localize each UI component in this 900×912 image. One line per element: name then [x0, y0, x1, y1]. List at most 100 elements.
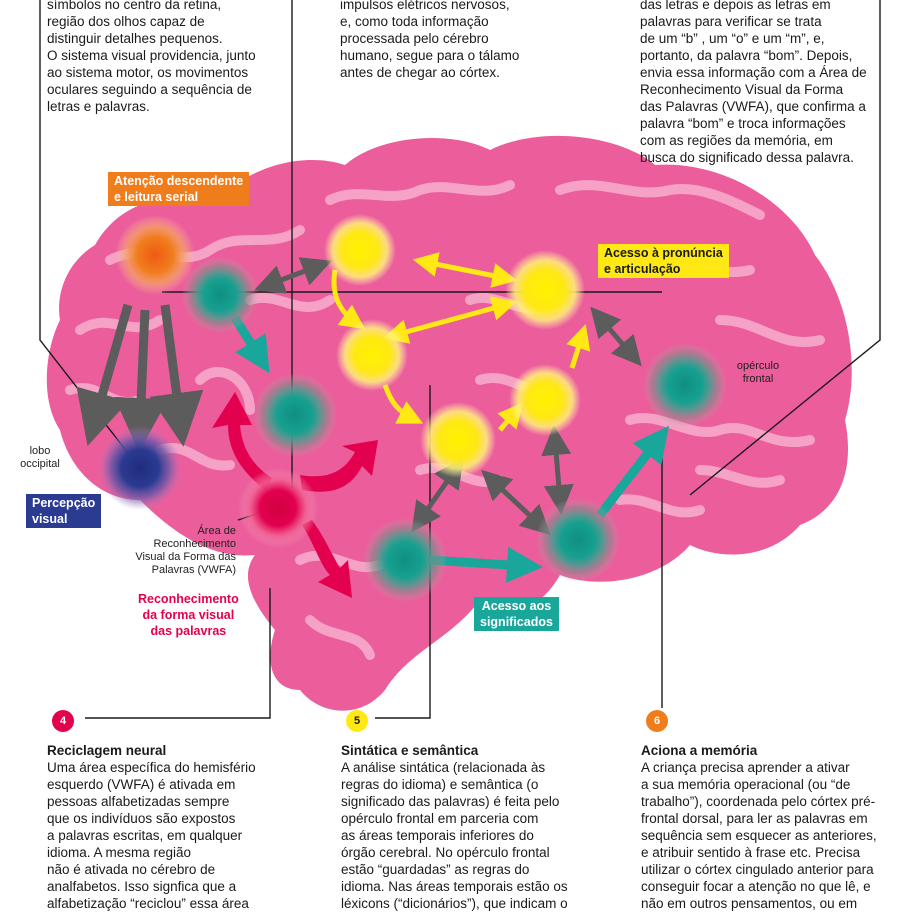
- text-line: portanto, da palavra “bom”. Depois,: [640, 48, 853, 63]
- text-line: Reconhecimento Visual da Forma: [640, 82, 844, 97]
- text-line: impulsos elétricos nervosos,: [340, 0, 510, 12]
- yellow-arrow: [382, 384, 424, 424]
- label-line: Reconhecimento: [138, 592, 239, 606]
- text-line: processada pelo cérebro: [340, 31, 489, 46]
- section-number-5: 5: [346, 710, 368, 732]
- yellow-double-arrow: [382, 296, 518, 344]
- spot-orange-attention: [115, 215, 195, 295]
- text-line: frontal dorsal, para ler as palavras em: [641, 811, 868, 826]
- text-line: órgão cerebral. No opérculo frontal: [341, 845, 550, 860]
- text-line: as áreas temporais inferiores do: [341, 828, 534, 843]
- text-line: palavra “bom” e troca informações: [640, 116, 846, 131]
- grey-arrow: [76, 303, 133, 446]
- text-line: léxicons (“dicionários”), que indicam o: [341, 896, 568, 911]
- label-line: Visual da Forma das: [135, 551, 236, 563]
- section-title-5: Sintática e semântica: [341, 743, 479, 758]
- spot-teal-operculo: [643, 343, 727, 427]
- text-line: alfabetização “reciclou” essa área: [47, 896, 249, 911]
- yellow-double-arrow: [412, 252, 518, 288]
- text-line: palavras para verificar se trata: [640, 14, 822, 29]
- label-line: significados: [480, 615, 553, 629]
- text-line: não é ativada no cérebro de: [47, 862, 216, 877]
- text-line: analfabetos. Isso signfica que a: [47, 879, 237, 894]
- text-line: não em outros pensamentos, ou em: [641, 896, 858, 911]
- text-line: A criança precisa aprender a ativar: [641, 760, 850, 775]
- spot-pink-vwfa: [238, 468, 318, 548]
- label-line: da forma visual: [142, 608, 235, 622]
- text-line: região dos olhos capaz de: [47, 14, 205, 29]
- spot-yellow: [336, 319, 408, 391]
- text-line: pessoas alfabetizadas sempre: [47, 794, 230, 809]
- leader-line-top-right: [689, 0, 881, 496]
- grey-double-arrow: [590, 306, 642, 367]
- text-line: envia essa informação com a Área de: [640, 65, 867, 80]
- spot-teal: [182, 257, 258, 333]
- text-line: Uma área específica do hemisfério: [47, 760, 256, 775]
- text-line: A análise sintática (relacionada às: [341, 760, 546, 775]
- text-line: símbolos no centro da retina,: [47, 0, 222, 12]
- teal-arrow: [596, 425, 670, 518]
- label-percepcao: Percepção visual: [26, 494, 102, 528]
- label-significados: Acesso aos significados: [474, 597, 559, 631]
- text-line: de um “b” , um “o” e um “m”, e,: [640, 31, 825, 46]
- section-title-4: Reciclagem neural: [47, 743, 167, 758]
- text-line: esquerdo (VWFA) é ativada em: [47, 777, 236, 792]
- grey-arrow: [114, 309, 169, 452]
- pink-arrow: [302, 520, 352, 598]
- text-line: sequência sem esquecer as anteriores,: [641, 828, 877, 843]
- spot-teal: [536, 498, 620, 582]
- text-line: e, como toda informação: [340, 14, 489, 29]
- yellow-arrow: [331, 269, 366, 330]
- spot-yellow: [509, 364, 581, 436]
- text-line: conseguir focar a atenção no que lê, e: [641, 879, 871, 894]
- text-line: a palavras escritas, em qualquer: [47, 828, 243, 843]
- label-line: opérculo: [736, 360, 780, 372]
- text-line: idioma. Nas áreas temporais estão os: [341, 879, 568, 894]
- top-text-left: símbolos no centro da retina, região dos…: [47, 0, 297, 115]
- text-line: idioma. A mesma região: [47, 845, 192, 860]
- section-text-4: Uma área específica do hemisfério esquer…: [47, 759, 317, 912]
- text-line: significado das palavras) é feita pelo: [341, 794, 560, 809]
- leader-line-4: [85, 588, 271, 719]
- text-line: letras e palavras.: [47, 99, 150, 114]
- text-line: O sistema visual providencia, junto: [47, 48, 256, 63]
- label-line: das palavras: [150, 624, 227, 638]
- text-line: estão “guardadas” as regras do: [341, 862, 530, 877]
- section-number-6: 6: [646, 710, 668, 732]
- text-line: com as regiões da memória, em: [640, 133, 833, 148]
- spot-teal: [363, 518, 447, 602]
- label-vwfa: Área de Reconhecimento Visual da Forma d…: [120, 525, 236, 577]
- top-text-middle: impulsos elétricos nervosos, e, como tod…: [340, 0, 560, 81]
- grey-double-arrow: [541, 425, 574, 515]
- text-line: a sua memória operacional (ou “de: [641, 777, 851, 792]
- text-line: utilizar o córtex cingulado anterior par…: [641, 862, 874, 877]
- label-line: occipital: [20, 458, 60, 470]
- grey-double-arrows: [253, 257, 642, 536]
- grey-arrow: [149, 304, 204, 447]
- grey-double-arrow: [411, 457, 464, 533]
- grey-arrows: [76, 303, 204, 452]
- spot-teal: [253, 373, 337, 457]
- pink-arrows: [212, 392, 378, 598]
- label-line: visual: [32, 512, 68, 526]
- label-line: e leitura serial: [114, 190, 199, 204]
- spot-yellow: [324, 214, 396, 286]
- spot-blue-perception: [98, 426, 182, 510]
- label-line: Acesso aos: [481, 599, 552, 613]
- top-text-right: das letras e depois as letras em palavra…: [640, 0, 890, 166]
- text-line: oculares seguindo a sequência de: [47, 82, 252, 97]
- text-line: humano, segue para o tálamo: [340, 48, 520, 63]
- text-line: trabalho”), coordenada pelo córtex pré-: [641, 794, 876, 809]
- label-line: Atenção descendente: [114, 174, 244, 188]
- label-line: frontal: [742, 373, 774, 385]
- text-line: distinguir detalhes pequenos.: [47, 31, 223, 46]
- activation-spots: [98, 214, 727, 602]
- section-title-6: Aciona a memória: [641, 743, 758, 758]
- section-text-6: A criança precisa aprender a ativar a su…: [641, 759, 896, 912]
- spot-yellow: [420, 402, 496, 478]
- pink-arrow: [212, 392, 272, 490]
- text-line: das letras e depois as letras em: [640, 0, 831, 12]
- text-line: e atribuir sentido à frase etc. Precisa: [641, 845, 861, 860]
- label-lobo-occipital: lobo occipital: [10, 445, 70, 471]
